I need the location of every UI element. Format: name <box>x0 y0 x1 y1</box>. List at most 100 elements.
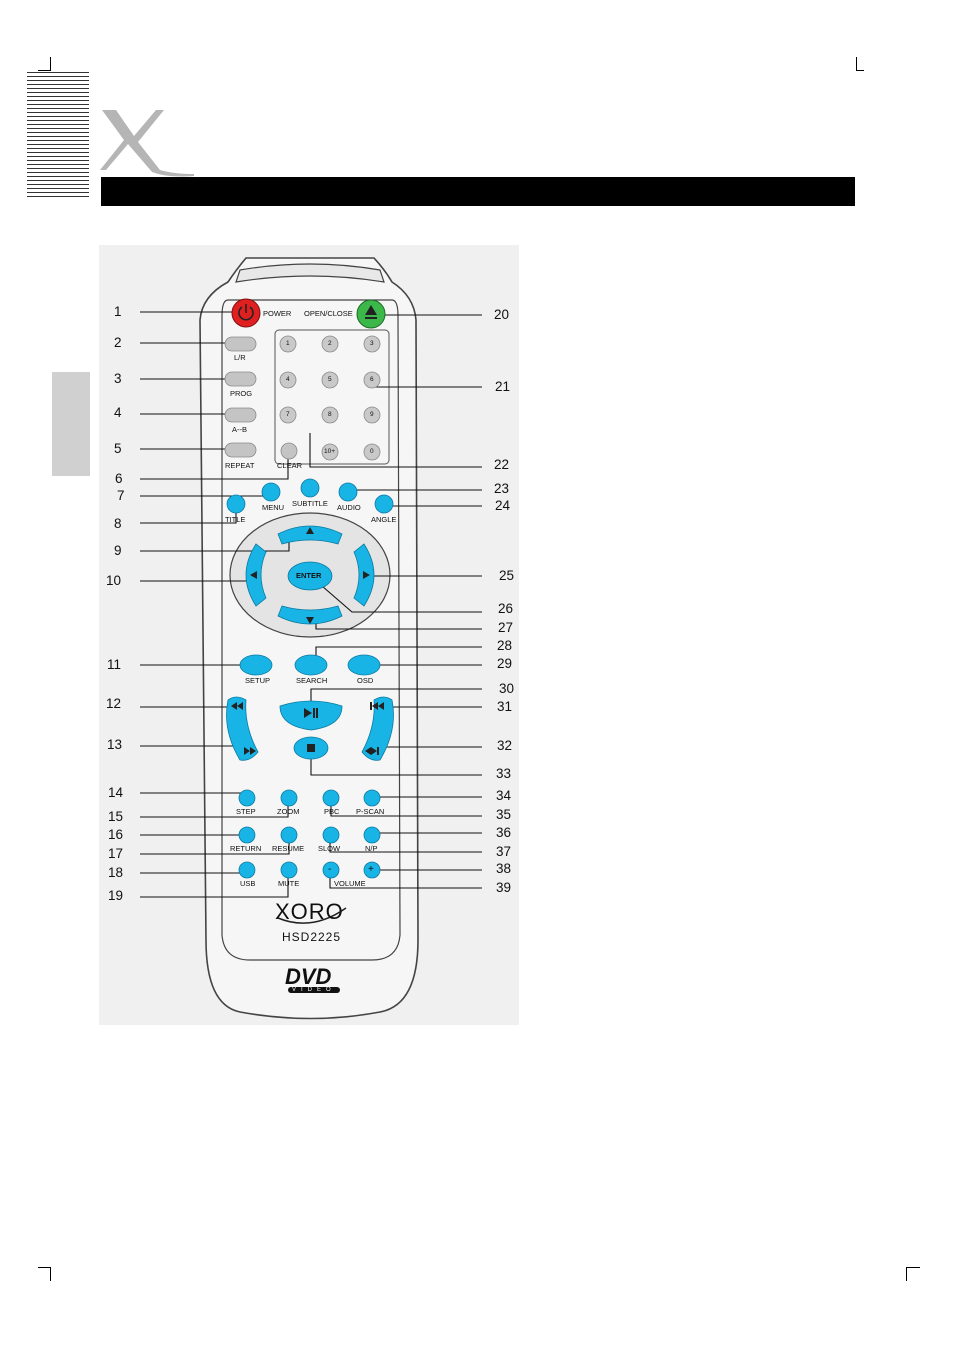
numpad-key-label: 8 <box>328 411 332 418</box>
mute-label: MUTE <box>278 879 300 888</box>
callout-number: 21 <box>495 379 511 394</box>
volume-label: VOLUME <box>334 879 366 888</box>
crop-mark-tl-h <box>38 70 51 71</box>
callout-number: 32 <box>497 738 513 753</box>
lr-label: L/R <box>234 353 246 362</box>
usb-label: USB <box>240 879 256 888</box>
callout-number: 12 <box>106 696 122 711</box>
repeat-label: REPEAT <box>225 461 255 470</box>
numpad-key-label: 6 <box>370 376 374 383</box>
crop-mark-br-v <box>906 1267 907 1281</box>
callout-number: 36 <box>496 825 512 840</box>
crop-mark-br-h <box>906 1267 920 1268</box>
remote-top-lip <box>235 263 385 283</box>
subtitle-label: SUBTITLE <box>292 499 328 508</box>
blue-round-buttons <box>226 478 394 514</box>
volume-minus-label: - <box>328 864 332 875</box>
callout-number: 13 <box>107 737 123 752</box>
numpad-key-label: 7 <box>286 411 290 418</box>
callout-number: 2 <box>114 335 122 350</box>
pbc-label: PBC <box>324 807 340 816</box>
callout-number: 29 <box>497 656 513 671</box>
callout-number: 24 <box>495 498 511 513</box>
search-label: SEARCH <box>296 676 328 685</box>
callout-number: 25 <box>499 568 515 583</box>
eject-icon <box>365 305 377 319</box>
callout-number: 18 <box>108 865 124 880</box>
callout-number: 8 <box>114 516 122 531</box>
enter-label: ENTER <box>296 571 322 580</box>
callout-number: 16 <box>108 827 124 842</box>
callout-number: 28 <box>497 638 513 653</box>
callout-number: 6 <box>115 471 123 486</box>
rewind-icon <box>231 702 243 710</box>
volume-plus-label: + <box>368 864 374 875</box>
callout-number: 9 <box>114 543 122 558</box>
numpad-key-label: 9 <box>370 411 374 418</box>
numpad-key-label: 4 <box>286 376 290 383</box>
callout-number: 27 <box>498 620 514 635</box>
crop-mark-tr-h <box>856 70 864 71</box>
pscan-label: P-SCAN <box>356 807 385 816</box>
callout-number: 34 <box>496 788 512 803</box>
callout-number: 30 <box>499 681 515 696</box>
callout-number: 35 <box>496 807 512 822</box>
menu-label: MENU <box>262 503 285 512</box>
ab-label: A--B <box>232 425 247 434</box>
callout-number: 4 <box>114 405 122 420</box>
callout-number: 10 <box>106 573 122 588</box>
xoro-swoosh <box>277 907 347 924</box>
prev-track-icon <box>370 702 384 710</box>
numpad-key-label: 0 <box>370 448 374 455</box>
open-close-button <box>356 299 386 329</box>
numpad-box <box>274 329 390 465</box>
title-label: TITLE <box>225 515 246 524</box>
dvd-logo-sub: VIDEO <box>288 987 340 993</box>
callout-number: 31 <box>497 699 513 714</box>
numpad-key-label: 5 <box>328 376 332 383</box>
left-arrow-icon <box>250 571 257 579</box>
numpad-key-label: 10+ <box>324 448 336 455</box>
power-button <box>231 298 261 328</box>
play-pause-icon <box>304 708 318 718</box>
numpad-key-label: 3 <box>370 340 374 347</box>
model-number: HSD2225 <box>282 930 342 944</box>
stop-icon <box>307 744 315 752</box>
grey-left-buttons <box>224 336 298 460</box>
power-label: POWER <box>263 309 292 318</box>
callout-number: 14 <box>108 785 124 800</box>
prog-label: PROG <box>230 389 253 398</box>
osd-label: OSD <box>357 676 374 685</box>
callout-number: 33 <box>496 766 512 781</box>
callout-number: 39 <box>496 880 512 895</box>
callout-number: 15 <box>108 809 124 824</box>
dvd-logo: DVD <box>285 964 332 989</box>
numpad-keys <box>279 335 381 461</box>
fast-forward-icon <box>244 747 256 755</box>
callout-number: 23 <box>494 481 510 496</box>
setup-row-buttons <box>239 654 381 676</box>
slow-label: SLOW <box>318 844 341 853</box>
crop-mark-bl-h <box>38 1267 51 1268</box>
return-label: RETURN <box>230 844 262 853</box>
crop-mark-tr-v <box>856 57 857 71</box>
callout-number: 19 <box>108 888 124 903</box>
callout-number: 11 <box>107 657 122 672</box>
numpad-key-label: 1 <box>286 340 290 347</box>
callout-number: 1 <box>114 304 122 319</box>
xoro-logo-text: XORO <box>275 899 344 924</box>
callout-number: 3 <box>114 371 122 386</box>
callout-number: 22 <box>494 457 510 472</box>
angle-label: ANGLE <box>371 515 397 524</box>
clear-label: CLEAR <box>277 461 303 470</box>
function-buttons <box>238 789 381 879</box>
header-halftone <box>818 177 854 206</box>
callout-number: 5 <box>114 441 122 456</box>
up-arrow-icon <box>306 527 314 534</box>
setup-label: SETUP <box>245 676 271 685</box>
crop-mark-bl-v <box>50 1267 51 1281</box>
numpad-key-label: 2 <box>328 340 332 347</box>
open-close-label: OPEN/CLOSE <box>304 309 353 318</box>
margin-stripes <box>27 72 89 200</box>
